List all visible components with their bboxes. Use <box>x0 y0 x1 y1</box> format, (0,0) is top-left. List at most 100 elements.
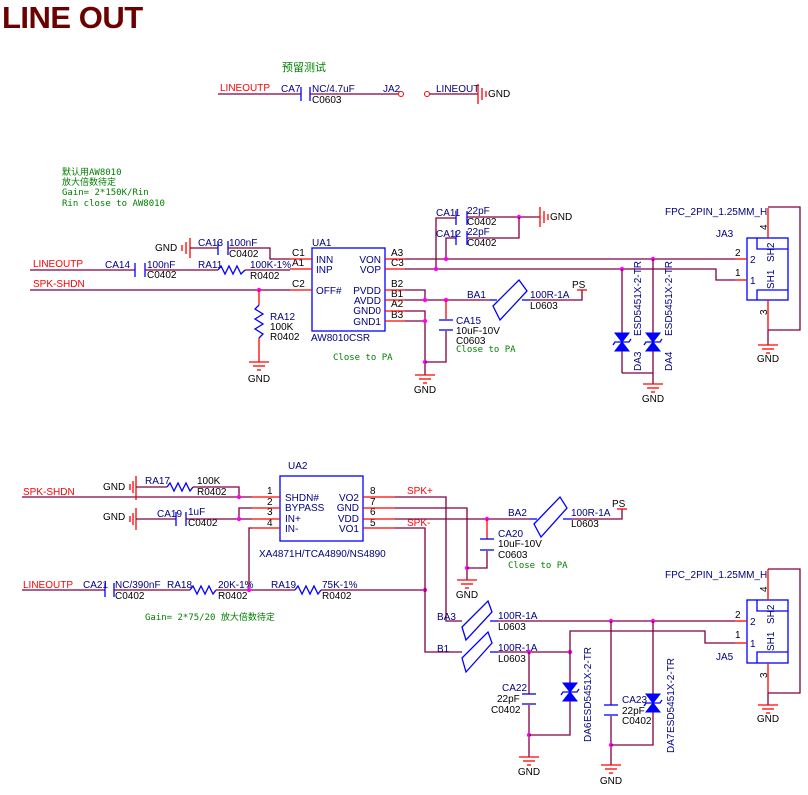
gnd-label: GND <box>155 243 177 254</box>
pin-number: 3 <box>759 672 770 678</box>
connector-ja3 <box>735 206 801 345</box>
pin-number: 2 <box>735 248 741 259</box>
pin-number: 1 <box>735 630 741 641</box>
gnd-label: GND <box>518 767 540 778</box>
ra17-ref: RA17 <box>145 476 170 487</box>
resistor-ra18 <box>189 584 217 596</box>
net-label-spk-plus: SPK+ <box>407 486 433 497</box>
pin-number: 7 <box>370 497 376 508</box>
ca21-value: NC/390nF <box>115 580 161 591</box>
ba3-package: L0603 <box>498 622 526 633</box>
ferrite-bead-ba3 <box>461 599 498 642</box>
ra11-ref: RA11 <box>198 260 223 271</box>
gnd-label: GND <box>103 512 125 523</box>
ca7-ref: CA7 <box>281 84 301 95</box>
ic-pins <box>290 258 405 322</box>
da4-part: ESD5451X-2-TR <box>664 261 675 336</box>
gnd-label: GND <box>757 354 779 365</box>
junction <box>236 516 242 522</box>
gnd-icon <box>758 344 778 354</box>
gnd-icon <box>601 764 621 774</box>
pin-number: B1 <box>391 289 404 300</box>
ba2-package: L0603 <box>571 519 599 530</box>
junction <box>246 587 252 593</box>
net-label-spk-shdn: SPK-SHDN <box>23 487 75 498</box>
gnd-icon <box>477 84 487 104</box>
ra12-value: 100K <box>270 322 294 333</box>
pin-name: INP <box>316 265 333 276</box>
pin-number: 3 <box>759 309 770 315</box>
esd-diode-da4 <box>643 259 663 384</box>
note-line: Gain= 2*150K/Rin <box>62 188 149 198</box>
junction <box>422 297 428 303</box>
ca11-package: C0402 <box>467 217 497 228</box>
pin-number: 1 <box>267 486 273 497</box>
gnd-icon <box>519 756 539 766</box>
gnd-label: GND <box>488 89 510 100</box>
ca7-value: NC/4.7uF <box>312 84 355 95</box>
aw8010-section: 默认用AW8010 放大倍数待定 Gain= 2*150K/Rin Rin cl… <box>30 166 801 405</box>
pin-name: GND <box>337 503 359 514</box>
pin-name: GND1 <box>353 317 381 328</box>
da3-ref: DA3 <box>633 351 644 371</box>
pin-number: 1 <box>750 276 756 287</box>
ra19-ref: RA19 <box>271 580 296 591</box>
gnd-label: GND <box>550 212 572 223</box>
ca12-value: 22pF <box>467 227 490 238</box>
ca14-ref: CA14 <box>105 260 130 271</box>
gnd-icon <box>457 579 477 589</box>
close-to-pa-note: Close to PA <box>508 561 568 571</box>
gain-note: Gain= 2*75/20 放大倍数待定 <box>145 611 275 623</box>
pin-name: VDD <box>338 514 359 525</box>
wire-vo1 <box>395 527 462 653</box>
ca15-ref: CA15 <box>456 316 481 327</box>
wire-vo2 <box>395 496 462 622</box>
ra12-ref: RA12 <box>270 312 295 323</box>
da7-ref: DA7 <box>666 733 677 753</box>
ra12-package: R0402 <box>270 332 300 343</box>
ca11-ref: CA11 <box>436 208 461 219</box>
da7-part: ESD5451X-2-TR <box>666 658 677 733</box>
ferrite-bead-ba2 <box>530 495 571 539</box>
gnd-icon <box>643 383 663 393</box>
gnd-icon <box>249 361 269 371</box>
esd-diode-da7 <box>611 621 663 746</box>
wire <box>395 507 468 580</box>
da3-part: ESD5451X-2-TR <box>633 261 644 336</box>
pin-number: A1 <box>292 258 305 269</box>
ca13-value: 100nF <box>229 238 257 249</box>
xa4871-section: UA2 XA4871H/TCA4890/NS4890 SHDN# BYPASS … <box>22 461 801 787</box>
pin-number: B2 <box>391 279 404 290</box>
pin-number: 2 <box>750 255 756 266</box>
pin-number: 1 <box>750 639 756 650</box>
junction <box>422 318 428 324</box>
gnd-icon <box>415 374 435 384</box>
pin-number: 2 <box>735 610 741 621</box>
wire <box>405 310 426 375</box>
net-label-lineoutp: LINEOUTP <box>220 83 270 94</box>
pin-name: VO2 <box>339 493 359 504</box>
pin-number: 4 <box>759 586 770 592</box>
pin-number: C3 <box>391 258 404 269</box>
resistor-ra17 <box>166 481 194 493</box>
ca22-package: C0402 <box>491 705 521 716</box>
power-label-ps: PS <box>612 499 626 510</box>
pin-number: 8 <box>370 486 376 497</box>
ja5-ref: JA5 <box>716 652 734 663</box>
ba3-ref: BA3 <box>437 612 456 623</box>
gnd-label: GND <box>456 590 478 601</box>
pin-number: 2 <box>267 497 273 508</box>
pin-name: INN <box>316 255 333 266</box>
pin-number: 4 <box>267 518 273 529</box>
ba1-value: 100R-1A <box>530 290 570 301</box>
ca13-ref: CA13 <box>198 238 223 249</box>
pin-name: VO1 <box>339 524 359 535</box>
ba2-ref: BA2 <box>508 508 527 519</box>
pin-number: 4 <box>759 224 770 230</box>
ca21-ref: CA21 <box>83 580 108 591</box>
ua1-ref: UA1 <box>312 238 332 249</box>
ca23-package: C0402 <box>622 716 652 727</box>
ferrite-bead-ba1 <box>490 279 530 322</box>
ca14-package: C0402 <box>147 270 177 281</box>
